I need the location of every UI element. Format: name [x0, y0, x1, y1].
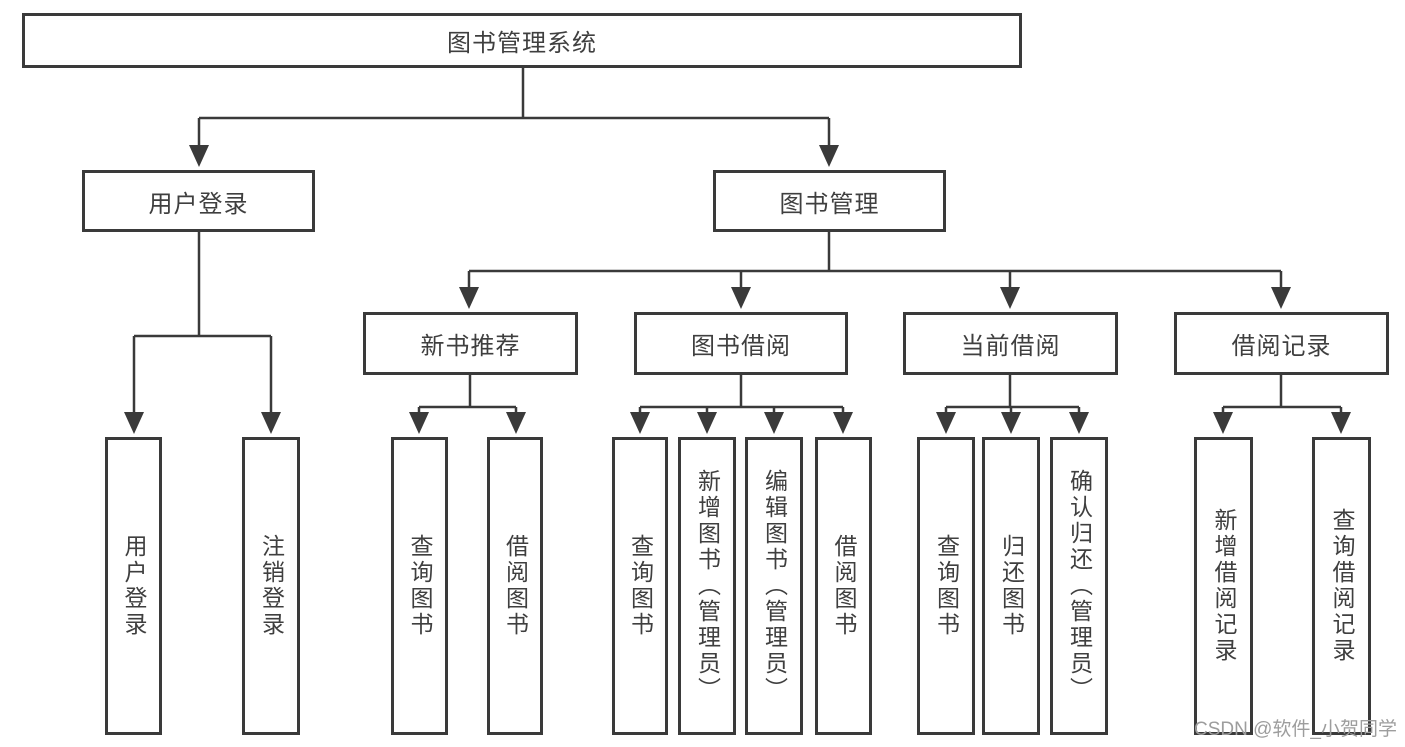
connector-currentborrow-to-children — [944, 375, 1081, 414]
node-current-borrow: 当前借阅 — [903, 312, 1118, 375]
arrow-down-icon — [630, 412, 650, 434]
node-leaf-query-books-1: 查询图书 — [391, 437, 448, 735]
arrow-down-icon — [124, 412, 144, 434]
arrow-down-icon — [764, 412, 784, 434]
arrow-down-icon — [819, 145, 839, 167]
arrow-down-icon — [189, 145, 209, 167]
node-leaf-query-books-2: 查询图书 — [612, 437, 668, 735]
connector-borrowrecords-to-children — [1221, 375, 1343, 414]
arrow-down-icon — [731, 287, 751, 309]
node-leaf-edit-book-admin: 编辑图书（管理员） — [745, 437, 803, 735]
node-leaf-borrow-books-2: 借阅图书 — [815, 437, 872, 735]
node-leaf-user-login: 用户登录 — [105, 437, 162, 735]
node-leaf-add-book-admin: 新增图书（管理员） — [678, 437, 736, 735]
arrow-down-icon — [1331, 412, 1351, 434]
connector-newbook-to-children — [417, 375, 518, 414]
node-leaf-logout: 注销登录 — [242, 437, 300, 735]
arrow-down-icon — [1213, 412, 1233, 434]
arrow-down-icon — [833, 412, 853, 434]
arrow-down-icon — [459, 287, 479, 309]
arrow-down-icon — [261, 412, 281, 434]
csdn-watermark: CSDN @软件_小贺同学 — [1194, 719, 1397, 740]
arrow-down-icon — [506, 412, 526, 434]
connector-userlogin-to-children — [132, 232, 273, 413]
connector-bookborrow-to-children — [638, 375, 845, 414]
arrow-down-icon — [1069, 412, 1089, 434]
arrow-down-icon — [697, 412, 717, 434]
node-new-book-recommend: 新书推荐 — [363, 312, 578, 375]
node-book-borrow: 图书借阅 — [634, 312, 848, 375]
node-library-management-system: 图书管理系统 — [22, 13, 1022, 68]
arrow-down-icon — [1271, 287, 1291, 309]
node-leaf-add-borrow-record: 新增借阅记录 — [1194, 437, 1253, 735]
arrow-down-icon — [1000, 287, 1020, 309]
arrow-down-icon — [1001, 412, 1021, 434]
node-leaf-confirm-return-admin: 确认归还（管理员） — [1050, 437, 1108, 735]
node-user-login: 用户登录 — [82, 170, 315, 232]
connector-bookmgmt-to-level3 — [467, 232, 1283, 289]
node-leaf-return-books: 归还图书 — [982, 437, 1040, 735]
connector-root-to-level2 — [197, 68, 831, 146]
node-leaf-borrow-books-1: 借阅图书 — [487, 437, 543, 735]
arrow-down-icon — [409, 412, 429, 434]
arrowheads — [124, 145, 1351, 434]
node-borrow-records: 借阅记录 — [1174, 312, 1389, 375]
node-leaf-query-borrow-record: 查询借阅记录 — [1312, 437, 1371, 735]
arrow-down-icon — [936, 412, 956, 434]
node-leaf-query-books-3: 查询图书 — [917, 437, 975, 735]
node-book-management: 图书管理 — [713, 170, 946, 232]
